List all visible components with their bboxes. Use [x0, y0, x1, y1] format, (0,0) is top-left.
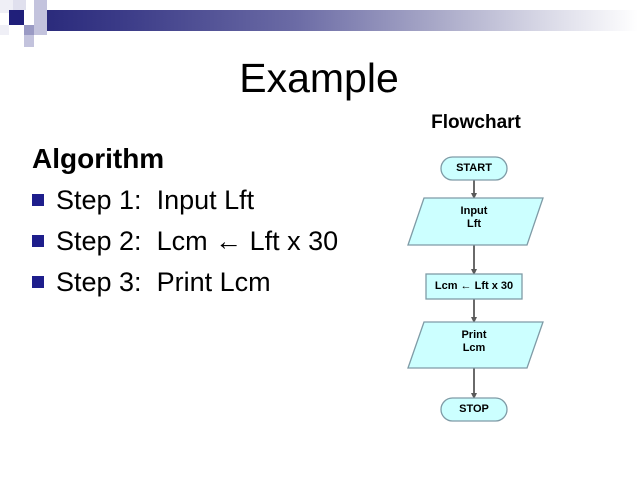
decor-square [34, 0, 47, 10]
slide-header-decoration [0, 0, 638, 48]
flowchart-node-print [407, 321, 544, 369]
algorithm-panel: Algorithm Step 1: Input Lft Step 2: Lcm … [32, 143, 392, 304]
flowchart-node-stop [440, 397, 508, 422]
header-gradient-bar [47, 10, 638, 31]
bullet-square-icon [32, 194, 44, 206]
flowchart-node-start [440, 156, 508, 181]
flowchart-heading: Flowchart [431, 112, 521, 133]
decor-square [34, 10, 47, 25]
decor-square [0, 25, 9, 35]
list-item: Step 1: Input Lft [32, 181, 392, 219]
bullet-square-icon [32, 235, 44, 247]
flowchart-node-process [425, 273, 523, 300]
decor-square [13, 0, 26, 10]
page-title: Example [239, 55, 399, 101]
algorithm-step-label: Step 2: Lcm ← Lft x 30 [56, 226, 339, 256]
list-item: Step 3: Print Lcm [32, 263, 392, 301]
decor-square [24, 25, 34, 35]
flowchart-diagram: START Input Lft Lcm ← Lft x 30 Print Lcm… [378, 152, 578, 442]
flowchart-svg [407, 156, 544, 422]
flowchart-panel: Flowchart START I [378, 112, 578, 442]
decor-square [24, 35, 34, 47]
bullet-square-icon [32, 276, 44, 288]
algorithm-heading: Algorithm [32, 143, 165, 174]
flowchart-node-input [407, 197, 544, 246]
decor-square [0, 0, 13, 13]
algorithm-step-label: Step 1: Input Lft [56, 185, 255, 215]
algorithm-step-label: Step 3: Print Lcm [56, 267, 271, 297]
decor-square-accent [9, 10, 24, 25]
decor-square [34, 25, 47, 35]
list-item: Step 2: Lcm ← Lft x 30 [32, 222, 392, 260]
